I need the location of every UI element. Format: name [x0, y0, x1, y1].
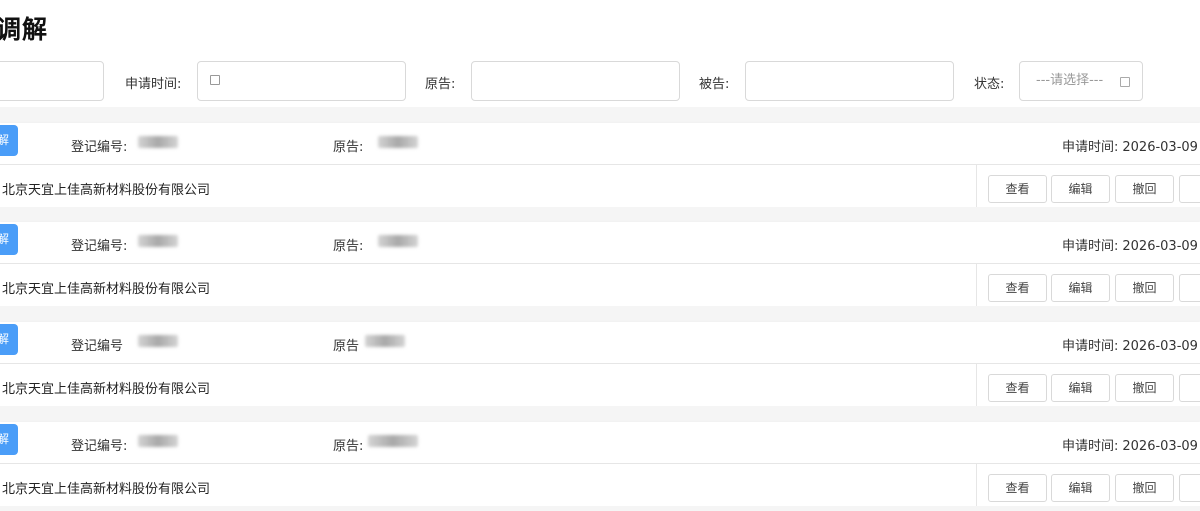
apply-time: 申请时间:2026-03-09 — [1062, 235, 1198, 254]
view-button[interactable]: 查看 — [988, 374, 1047, 402]
edit-button[interactable]: 编辑 — [1051, 374, 1110, 402]
view-button[interactable]: 查看 — [988, 474, 1047, 502]
plaintiff-label: 原告 — [333, 339, 360, 354]
company-name: 北京天宜上佳高新材料股份有限公司 — [2, 482, 211, 497]
registration-number-label: 登记编号: — [71, 140, 128, 155]
defendant-input[interactable] — [745, 61, 954, 101]
status-select-value: ---请选择--- — [1036, 73, 1104, 88]
card-header: 解 登记编号: 原告: 申请时间:2026-03-09 — [0, 222, 1200, 264]
plaintiff-label: 原告: — [333, 140, 364, 155]
apply-time: 申请时间:2026-03-09 — [1062, 435, 1198, 454]
plaintiff-label: 原告: — [333, 439, 364, 454]
plaintiff-redacted — [365, 335, 405, 347]
revoke-button[interactable]: 撤回 — [1115, 474, 1174, 502]
apply-time-value: 2026-03-09 — [1122, 439, 1198, 454]
apply-time-label: 申请时间: — [1062, 239, 1119, 254]
registration-number-redacted — [138, 235, 178, 247]
plaintiff-label: 原告: — [333, 239, 364, 254]
apply-time-value: 2026-03-09 — [1122, 140, 1198, 155]
plaintiff-redacted — [378, 235, 418, 247]
revoke-button[interactable]: 撤回 — [1115, 274, 1174, 302]
calendar-icon — [210, 75, 220, 85]
apply-time-value: 2026-03-09 — [1122, 339, 1198, 354]
plaintiff-input[interactable] — [471, 61, 680, 101]
company-name: 北京天宜上佳高新材料股份有限公司 — [2, 183, 211, 198]
card-body: 北京天宜上佳高新材料股份有限公司 查看 编辑 撤回 转 — [0, 165, 1200, 207]
chevron-down-icon — [1120, 77, 1130, 87]
registration-number-redacted — [138, 335, 178, 347]
apply-time-label: 申请时间: — [125, 77, 182, 92]
edit-button[interactable]: 编辑 — [1051, 175, 1110, 203]
case-type-tag[interactable]: 解 — [0, 125, 18, 156]
case-type-tag[interactable]: 解 — [0, 224, 18, 255]
mediation-card: 解 登记编号: 原告: 申请时间:2026-03-09 北京天宜上佳高新材料股份… — [0, 123, 1200, 207]
edit-button[interactable]: 编辑 — [1051, 274, 1110, 302]
card-body: 北京天宜上佳高新材料股份有限公司 查看 编辑 撤回 转 — [0, 464, 1200, 506]
registration-number-redacted — [138, 435, 178, 447]
apply-time: 申请时间:2026-03-09 — [1062, 335, 1198, 354]
plaintiff-redacted — [368, 435, 418, 447]
revoke-button[interactable]: 撤回 — [1115, 374, 1174, 402]
case-type-tag[interactable]: 解 — [0, 324, 18, 355]
keyword-input[interactable] — [0, 61, 104, 101]
company-name: 北京天宜上佳高新材料股份有限公司 — [2, 282, 211, 297]
apply-time-label: 申请时间: — [1062, 439, 1119, 454]
apply-time-label: 申请时间: — [1062, 140, 1119, 155]
view-button[interactable]: 查看 — [988, 175, 1047, 203]
divider — [976, 464, 977, 506]
registration-number-label: 登记编号: — [71, 439, 128, 454]
apply-time-picker[interactable] — [197, 61, 406, 101]
registration-number-label: 登记编号: — [71, 239, 128, 254]
card-header: 解 登记编号: 原告: 申请时间:2026-03-09 — [0, 422, 1200, 464]
revoke-button[interactable]: 撤回 — [1115, 175, 1174, 203]
status-select[interactable]: ---请选择--- — [1019, 61, 1143, 101]
card-body: 北京天宜上佳高新材料股份有限公司 查看 编辑 撤回 转 — [0, 364, 1200, 406]
apply-time-value: 2026-03-09 — [1122, 239, 1198, 254]
card-header: 解 登记编号: 原告: 申请时间:2026-03-09 — [0, 123, 1200, 165]
more-action-button[interactable]: 转 — [1179, 474, 1200, 502]
registration-number-redacted — [138, 136, 178, 148]
page-title: 调解 — [0, 15, 49, 44]
mediation-card: 解 登记编号: 原告: 申请时间:2026-03-09 北京天宜上佳高新材料股份… — [0, 422, 1200, 506]
edit-button[interactable]: 编辑 — [1051, 474, 1110, 502]
defendant-label: 被告: — [699, 77, 730, 92]
plaintiff-redacted — [378, 136, 418, 148]
apply-time-label: 申请时间: — [1062, 339, 1119, 354]
company-name: 北京天宜上佳高新材料股份有限公司 — [2, 382, 211, 397]
case-type-tag[interactable]: 解 — [0, 424, 18, 455]
more-action-button[interactable]: 转 — [1179, 374, 1200, 402]
card-header: 解 登记编号 原告 申请时间:2026-03-09 — [0, 322, 1200, 364]
divider — [976, 364, 977, 406]
mediation-card: 解 登记编号 原告 申请时间:2026-03-09 北京天宜上佳高新材料股份有限… — [0, 322, 1200, 406]
status-label: 状态: — [974, 77, 1005, 92]
mediation-card: 解 登记编号: 原告: 申请时间:2026-03-09 北京天宜上佳高新材料股份… — [0, 222, 1200, 306]
divider — [976, 165, 977, 207]
card-body: 北京天宜上佳高新材料股份有限公司 查看 编辑 撤回 转 — [0, 264, 1200, 306]
plaintiff-label: 原告: — [425, 77, 456, 92]
more-action-button[interactable]: 转 — [1179, 274, 1200, 302]
divider — [976, 264, 977, 306]
more-action-button[interactable]: 转 — [1179, 175, 1200, 203]
apply-time: 申请时间:2026-03-09 — [1062, 136, 1198, 155]
view-button[interactable]: 查看 — [988, 274, 1047, 302]
registration-number-label: 登记编号 — [71, 339, 124, 354]
